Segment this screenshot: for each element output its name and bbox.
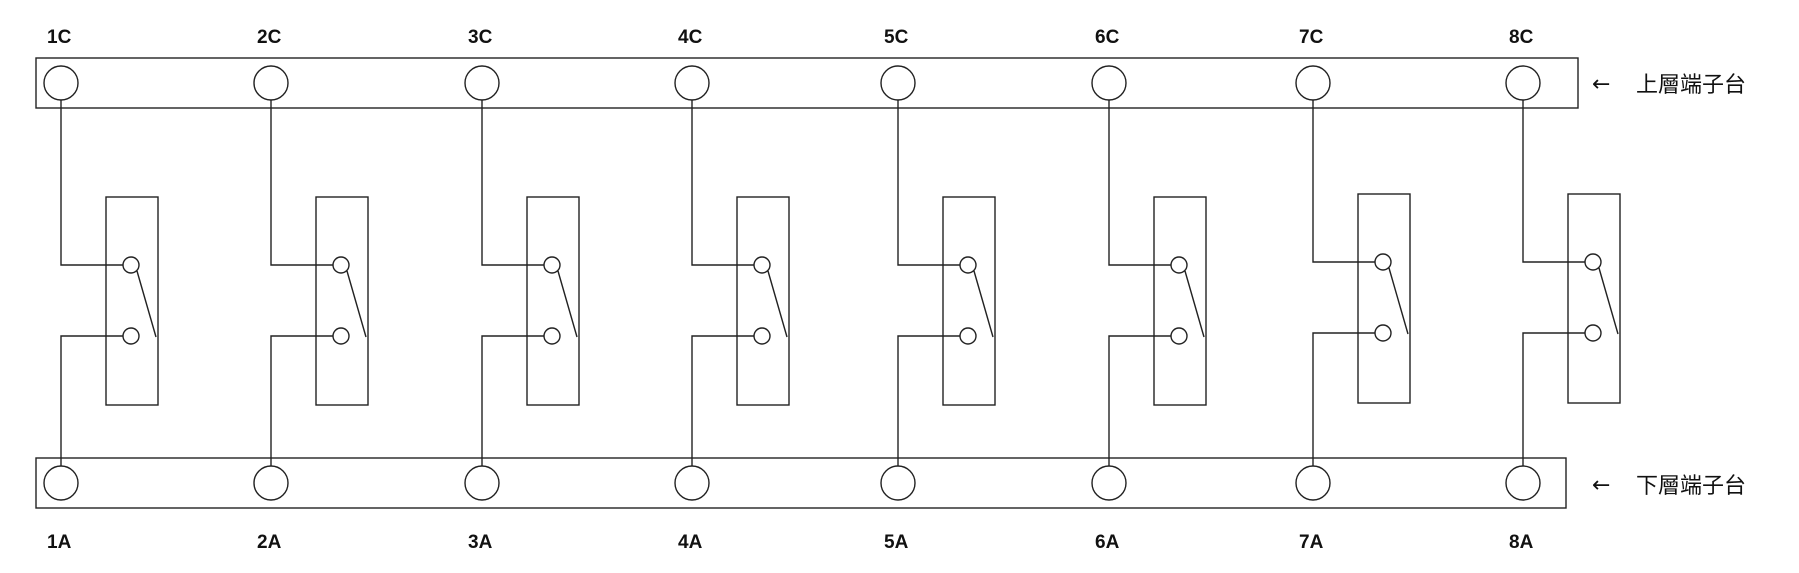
terminal-8c xyxy=(1505,65,1541,101)
contact-switch-arm-6 xyxy=(1184,270,1205,338)
contact-common-2 xyxy=(332,256,350,274)
terminal-2c xyxy=(253,65,289,101)
terminal-2a xyxy=(253,465,289,501)
relay-body-7 xyxy=(1357,193,1411,404)
terminal-6a xyxy=(1091,465,1127,501)
terminal-label-5a: 5A xyxy=(884,532,909,553)
contact-no-2 xyxy=(332,327,350,345)
contact-common-7 xyxy=(1374,253,1392,271)
wire-lower-6 xyxy=(1108,335,1171,466)
terminal-label-3c: 3C xyxy=(468,27,493,48)
relay-module-7: 7C 7A xyxy=(1295,27,1411,553)
upper-arrow: ← xyxy=(1592,72,1610,97)
contact-common-5 xyxy=(959,256,977,274)
wire-upper-3 xyxy=(481,100,544,266)
lower-strip-label: 下層端子台 xyxy=(1636,474,1746,499)
wire-lower-8 xyxy=(1522,332,1585,466)
contact-no-4 xyxy=(753,327,771,345)
terminal-5a xyxy=(880,465,916,501)
lower-terminal-strip xyxy=(35,457,1567,509)
relay-module-8: 8C 8A xyxy=(1505,27,1621,553)
terminal-7a xyxy=(1295,465,1331,501)
wire-lower-3 xyxy=(481,335,544,466)
contact-no-6 xyxy=(1170,327,1188,345)
lower-strip-annotation: ← 下層端子台 xyxy=(1592,473,1746,499)
wire-upper-7 xyxy=(1312,100,1375,263)
contact-no-7 xyxy=(1374,324,1392,342)
wire-upper-6 xyxy=(1108,100,1171,266)
lower-arrow: ← xyxy=(1592,473,1610,498)
relay-body-1 xyxy=(105,196,159,406)
wire-upper-2 xyxy=(270,100,333,266)
terminal-label-4c: 4C xyxy=(678,27,703,48)
wire-upper-1 xyxy=(60,100,123,266)
terminal-label-4a: 4A xyxy=(678,532,703,553)
upper-strip-annotation: ← 上層端子台 xyxy=(1592,72,1746,98)
contact-switch-arm-2 xyxy=(346,270,367,338)
terminal-label-5c: 5C xyxy=(884,27,909,48)
relay-module-3: 3C 3A xyxy=(464,27,580,553)
terminal-3a xyxy=(464,465,500,501)
terminal-label-1c: 1C xyxy=(47,27,72,48)
contact-common-1 xyxy=(122,256,140,274)
wire-upper-4 xyxy=(691,100,754,266)
wire-lower-4 xyxy=(691,335,754,466)
wire-lower-2 xyxy=(270,335,333,466)
relay-module-1: 1C 1A xyxy=(43,27,159,553)
terminal-8a xyxy=(1505,465,1541,501)
relay-body-6 xyxy=(1153,196,1207,406)
relay-module-6: 6C 6A xyxy=(1091,27,1207,553)
upper-strip-label: 上層端子台 xyxy=(1636,73,1746,98)
contact-no-5 xyxy=(959,327,977,345)
wire-lower-5 xyxy=(897,335,960,466)
contact-switch-arm-5 xyxy=(973,270,994,338)
terminal-label-2c: 2C xyxy=(257,27,282,48)
terminal-label-6a: 6A xyxy=(1095,532,1120,553)
terminal-label-8a: 8A xyxy=(1509,532,1534,553)
terminal-5c xyxy=(880,65,916,101)
contact-switch-arm-8 xyxy=(1598,267,1619,335)
terminal-label-7c: 7C xyxy=(1299,27,1324,48)
terminal-label-2a: 2A xyxy=(257,532,282,553)
contact-no-3 xyxy=(543,327,561,345)
relay-module-5: 5C 5A xyxy=(880,27,996,553)
terminal-1a xyxy=(43,465,79,501)
terminal-4a xyxy=(674,465,710,501)
contact-no-8 xyxy=(1584,324,1602,342)
terminal-label-3a: 3A xyxy=(468,532,493,553)
relay-body-4 xyxy=(736,196,790,406)
terminal-3c xyxy=(464,65,500,101)
contact-common-3 xyxy=(543,256,561,274)
relay-body-3 xyxy=(526,196,580,406)
terminal-4c xyxy=(674,65,710,101)
relay-module-2: 2C 2A xyxy=(253,27,369,553)
relay-module-4: 4C 4A xyxy=(674,27,790,553)
upper-terminal-strip xyxy=(35,57,1579,109)
contact-common-8 xyxy=(1584,253,1602,271)
contact-switch-arm-4 xyxy=(767,270,788,338)
wire-lower-7 xyxy=(1312,332,1375,466)
terminal-label-8c: 8C xyxy=(1509,27,1534,48)
terminal-label-1a: 1A xyxy=(47,532,72,553)
contact-common-6 xyxy=(1170,256,1188,274)
terminal-6c xyxy=(1091,65,1127,101)
contact-switch-arm-3 xyxy=(557,270,578,338)
relay-body-2 xyxy=(315,196,369,406)
contact-switch-arm-7 xyxy=(1388,267,1409,335)
terminal-label-6c: 6C xyxy=(1095,27,1120,48)
terminal-1c xyxy=(43,65,79,101)
wire-upper-8 xyxy=(1522,100,1585,263)
relay-body-5 xyxy=(942,196,996,406)
contact-common-4 xyxy=(753,256,771,274)
terminal-label-7a: 7A xyxy=(1299,532,1324,553)
contact-switch-arm-1 xyxy=(136,270,157,338)
wire-upper-5 xyxy=(897,100,960,266)
contact-no-1 xyxy=(122,327,140,345)
terminal-7c xyxy=(1295,65,1331,101)
relay-body-8 xyxy=(1567,193,1621,404)
wire-lower-1 xyxy=(60,335,123,466)
